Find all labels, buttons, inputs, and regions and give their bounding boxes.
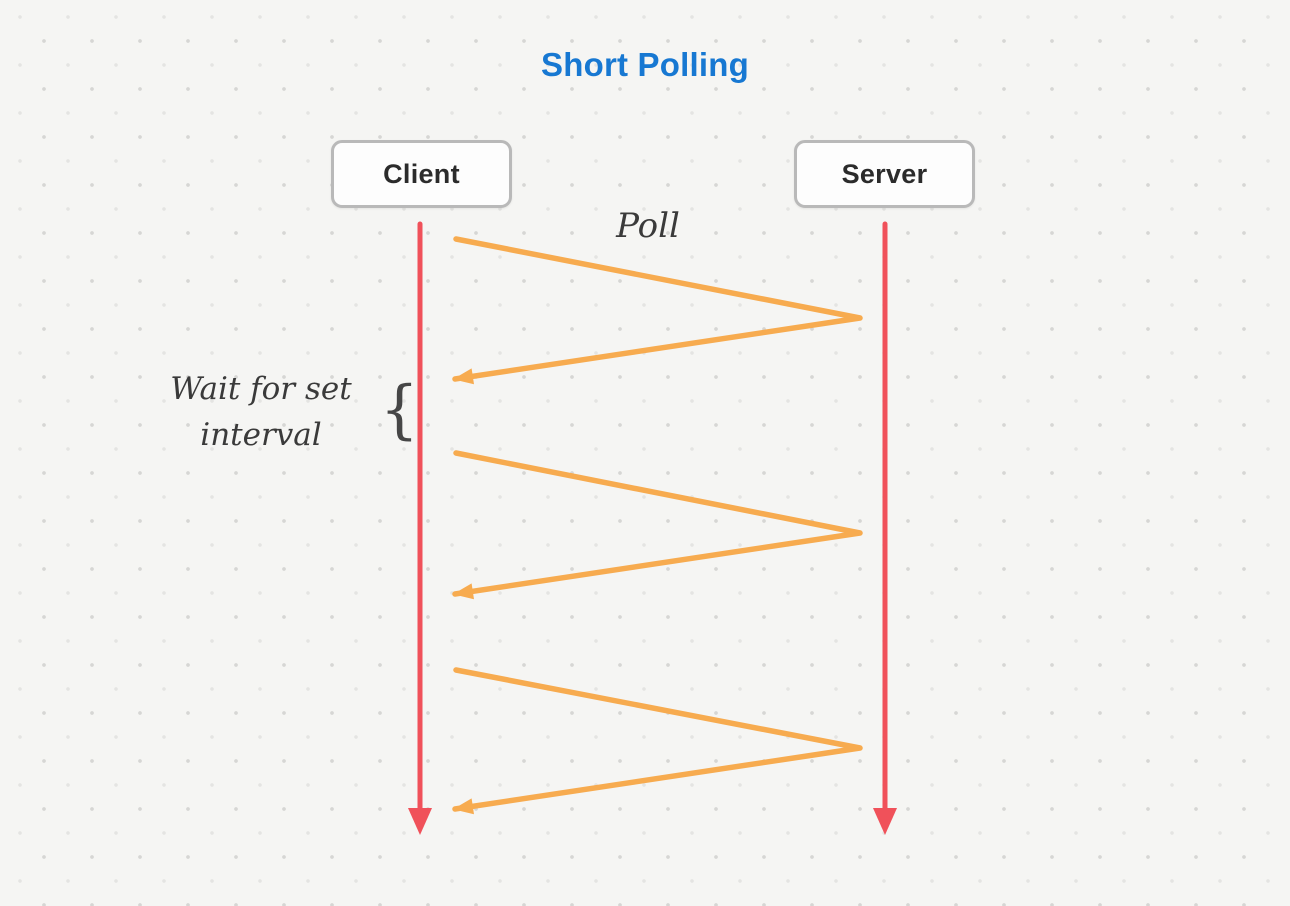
wait-interval-label-line2: interval: [200, 417, 322, 453]
poll-cycle-1-arrow: [452, 236, 863, 385]
actor-box-client: Client: [331, 140, 512, 208]
wait-interval-brace: {: [380, 373, 419, 447]
actor-label-server: Server: [841, 158, 928, 189]
poll-cycle-2-arrow: [452, 450, 863, 600]
client-lifeline-arrowhead: [408, 808, 432, 835]
wait-interval-label-line1: Wait for set: [170, 371, 352, 407]
diagram-title: Short Polling: [541, 46, 749, 83]
actor-label-client: Client: [383, 158, 460, 189]
actor-box-server: Server: [794, 140, 975, 208]
server-lifeline-arrowhead: [873, 808, 897, 835]
poll-label: Poll: [616, 206, 680, 246]
wait-interval-label: Wait for set interval: [152, 366, 370, 458]
poll-cycle-3-arrow: [452, 667, 863, 815]
